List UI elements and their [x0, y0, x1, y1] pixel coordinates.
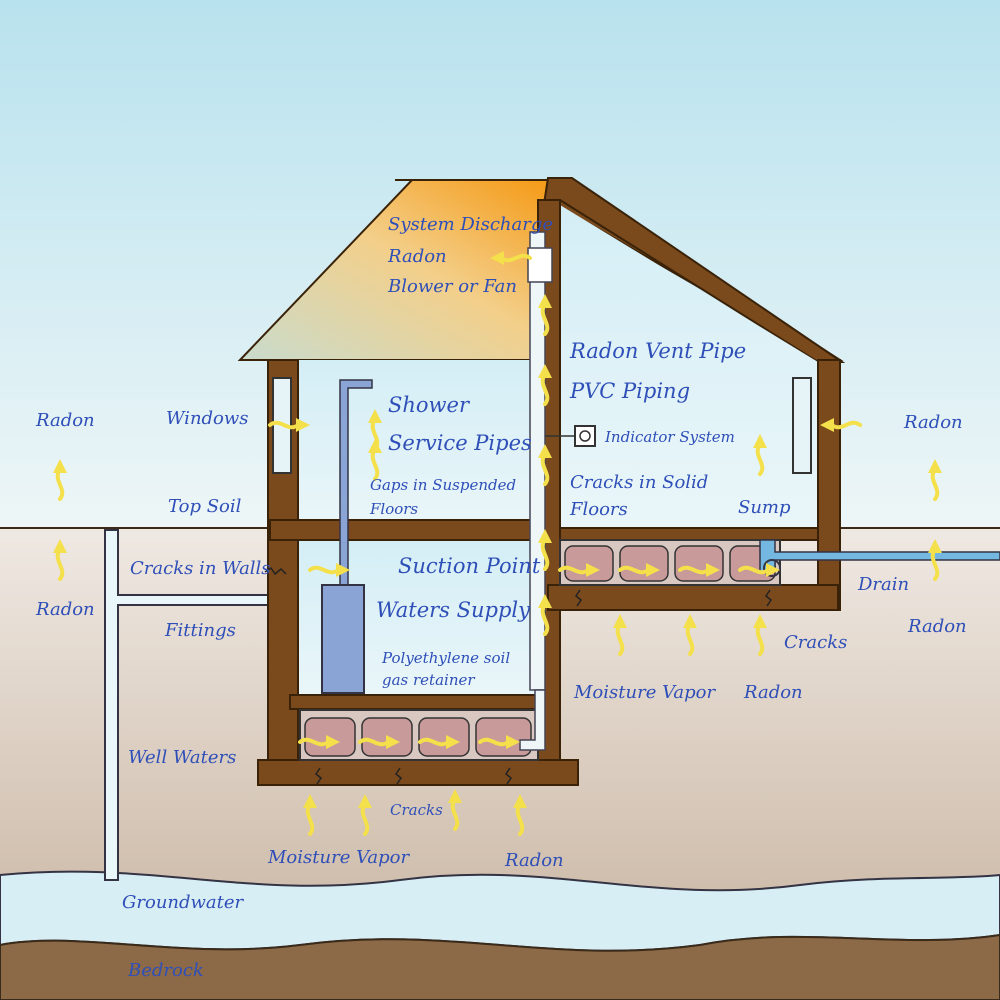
label-system-discharge: System Discharge: [388, 214, 553, 235]
label-cracks-in-solid-1: Cracks in Solid: [570, 472, 708, 493]
label-radon-bottom: Radon: [504, 850, 564, 871]
label-windows: Windows: [166, 408, 249, 429]
label-poly-2: gas retainer: [382, 671, 475, 689]
label-radon-fan-2: Blower or Fan: [387, 276, 517, 297]
label-radon-fan-1: Radon: [387, 246, 447, 267]
label-top-soil: Top Soil: [168, 496, 242, 517]
bedrock-layer: [0, 933, 1000, 1000]
label-radon-left-mid: Radon: [35, 599, 95, 620]
label-bedrock: Bedrock: [127, 960, 204, 981]
label-drain: Drain: [857, 574, 909, 595]
wall-crack: [264, 566, 287, 576]
label-pvc-piping: PVC Piping: [569, 379, 690, 403]
label-well-waters: Well Waters: [128, 747, 236, 768]
label-fittings: Fittings: [164, 620, 236, 641]
right-room: [560, 205, 818, 530]
label-cracks-right: Cracks: [784, 632, 847, 653]
label-radon-right-mid: Radon: [907, 616, 967, 637]
indicator-gauge-icon: [574, 425, 596, 447]
label-radon-right-top: Radon: [903, 412, 963, 433]
label-cracks-in-solid-2: Floors: [569, 499, 628, 520]
label-cracks-in-walls: Cracks in Walls: [130, 558, 271, 579]
right-window: [792, 377, 812, 474]
label-sump: Sump: [738, 497, 791, 518]
label-radon-right-bottom: Radon: [743, 682, 803, 703]
label-poly-1: Polyethylene soil: [381, 649, 510, 667]
label-waters-supply: Waters Supply: [376, 598, 531, 622]
label-moisture-vapor-right: Moisture Vapor: [573, 682, 717, 703]
label-service-pipes: Service Pipes: [388, 431, 532, 455]
label-cracks-left: Cracks: [390, 801, 443, 819]
label-radon-left-top: Radon: [35, 410, 95, 431]
label-suction-point: Suction Point: [398, 554, 541, 578]
label-gaps-suspended-1: Gaps in Suspended: [370, 476, 516, 494]
water-heater: [321, 584, 365, 694]
label-moisture-vapor-left: Moisture Vapor: [267, 847, 411, 868]
label-shower: Shower: [388, 393, 471, 417]
label-radon-vent-pipe: Radon Vent Pipe: [569, 339, 746, 363]
label-groundwater: Groundwater: [122, 892, 245, 913]
left-upper-room: [270, 360, 538, 530]
label-gaps-suspended-2: Floors: [369, 500, 418, 518]
label-indicator-system: Indicator System: [604, 428, 735, 446]
blower-fan: [527, 247, 553, 283]
